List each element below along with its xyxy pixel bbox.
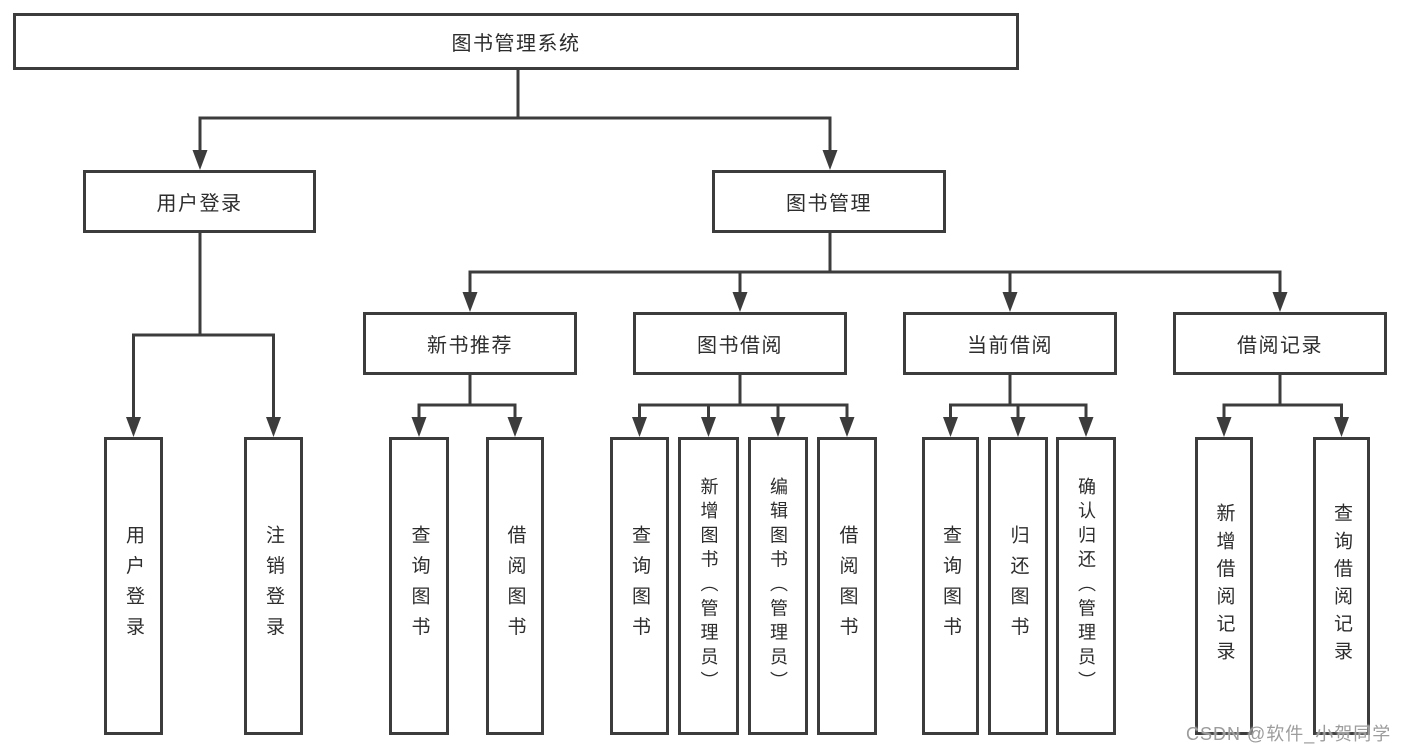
node-new-book-recommendation-label: 新书推荐 bbox=[427, 335, 513, 357]
leaf-return-book: 归还图书 bbox=[988, 437, 1048, 735]
leaf-add-borrow-record-label: 新增借阅记录 bbox=[1213, 503, 1235, 669]
leaf-add-book-admin-label: 新增图书（管理员） bbox=[698, 476, 719, 696]
node-user-login: 用户登录 bbox=[83, 170, 316, 233]
node-borrowing-records-label: 借阅记录 bbox=[1237, 335, 1323, 357]
leaf-borrow-book: 借阅图书 bbox=[817, 437, 877, 735]
node-book-borrowing-label: 图书借阅 bbox=[697, 335, 783, 357]
leaf-query-book-recommend-label: 查询图书 bbox=[408, 525, 430, 647]
leaf-query-book-current: 查询图书 bbox=[922, 437, 979, 735]
leaf-user-login-label: 用户登录 bbox=[123, 525, 144, 647]
node-book-management: 图书管理 bbox=[712, 170, 946, 233]
node-root-system: 图书管理系统 bbox=[13, 13, 1019, 70]
leaf-user-login: 用户登录 bbox=[104, 437, 163, 735]
watermark: CSDN @软件_小贺同学 bbox=[1186, 724, 1392, 744]
leaf-query-book-borrow-label: 查询图书 bbox=[629, 525, 650, 647]
leaf-confirm-return-admin: 确认归还（管理员） bbox=[1056, 437, 1116, 735]
node-book-borrowing: 图书借阅 bbox=[633, 312, 847, 375]
node-current-borrowing-label: 当前借阅 bbox=[967, 335, 1053, 357]
leaf-edit-book-admin: 编辑图书（管理员） bbox=[748, 437, 808, 735]
leaf-logout-label: 注销登录 bbox=[263, 525, 284, 647]
leaf-return-book-label: 归还图书 bbox=[1007, 525, 1029, 647]
leaf-edit-book-admin-label: 编辑图书（管理员） bbox=[768, 476, 788, 696]
leaf-query-borrow-record-label: 查询借阅记录 bbox=[1331, 503, 1352, 669]
leaf-confirm-return-admin-label: 确认归还（管理员） bbox=[1076, 476, 1096, 696]
leaf-logout: 注销登录 bbox=[244, 437, 303, 735]
leaf-borrow-book-recommend-label: 借阅图书 bbox=[504, 525, 526, 647]
leaf-query-book-current-label: 查询图书 bbox=[940, 525, 961, 647]
node-new-book-recommendation: 新书推荐 bbox=[363, 312, 577, 375]
arrowheads bbox=[126, 150, 1349, 437]
leaf-borrow-book-recommend: 借阅图书 bbox=[486, 437, 544, 735]
node-root-label: 图书管理系统 bbox=[451, 33, 581, 55]
leaf-add-book-admin: 新增图书（管理员） bbox=[678, 437, 739, 735]
node-book-management-label: 图书管理 bbox=[786, 193, 872, 215]
node-borrowing-records: 借阅记录 bbox=[1173, 312, 1387, 375]
leaf-query-borrow-record: 查询借阅记录 bbox=[1313, 437, 1370, 735]
leaf-query-book-recommend: 查询图书 bbox=[389, 437, 449, 735]
leaf-query-book-borrow: 查询图书 bbox=[610, 437, 669, 735]
leaf-add-borrow-record: 新增借阅记录 bbox=[1195, 437, 1253, 735]
node-current-borrowing: 当前借阅 bbox=[903, 312, 1117, 375]
leaf-borrow-book-label: 借阅图书 bbox=[836, 525, 858, 647]
node-user-login-label: 用户登录 bbox=[156, 193, 243, 215]
